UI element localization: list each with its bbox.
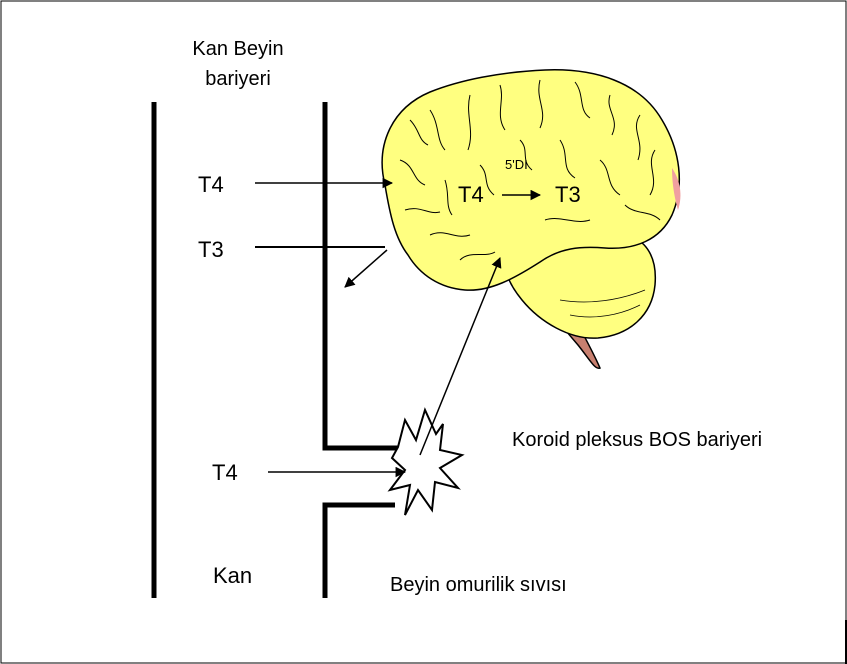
csf-barrier-line (325, 505, 395, 598)
t4-top-label: T4 (198, 172, 224, 197)
t3-exit-arrow (345, 250, 387, 287)
brain-t3-label: T3 (555, 182, 581, 207)
kan-label: Kan (213, 563, 252, 588)
bos-label: Beyin omurilik sıvısı (390, 574, 567, 596)
kan-beyin-label-line1: Kan Beyin (192, 38, 283, 60)
choroid-plexus-star (390, 410, 462, 515)
kan-beyin-label-line2: bariyeri (205, 68, 271, 90)
brain-t4-label: T4 (458, 182, 484, 207)
t3-left-label: T3 (198, 237, 224, 262)
koroid-label: Koroid pleksus BOS bariyeri (512, 429, 762, 451)
t4-bottom-label: T4 (212, 460, 238, 485)
enzyme-label: 5'DI (505, 157, 528, 172)
